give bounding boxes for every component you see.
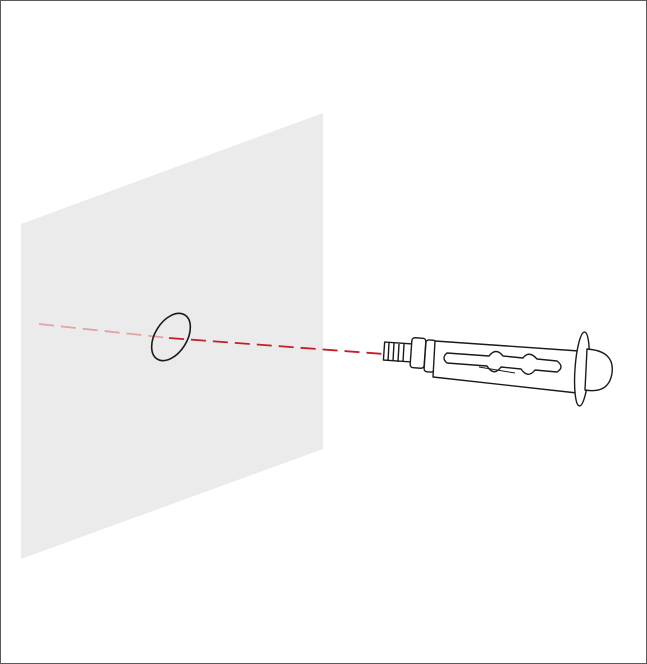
drill-hole-icon (150, 312, 192, 362)
insertion-guide-icon (168, 337, 385, 355)
wall-panel-icon (21, 113, 323, 559)
wall-anchor-icon (382, 331, 613, 407)
